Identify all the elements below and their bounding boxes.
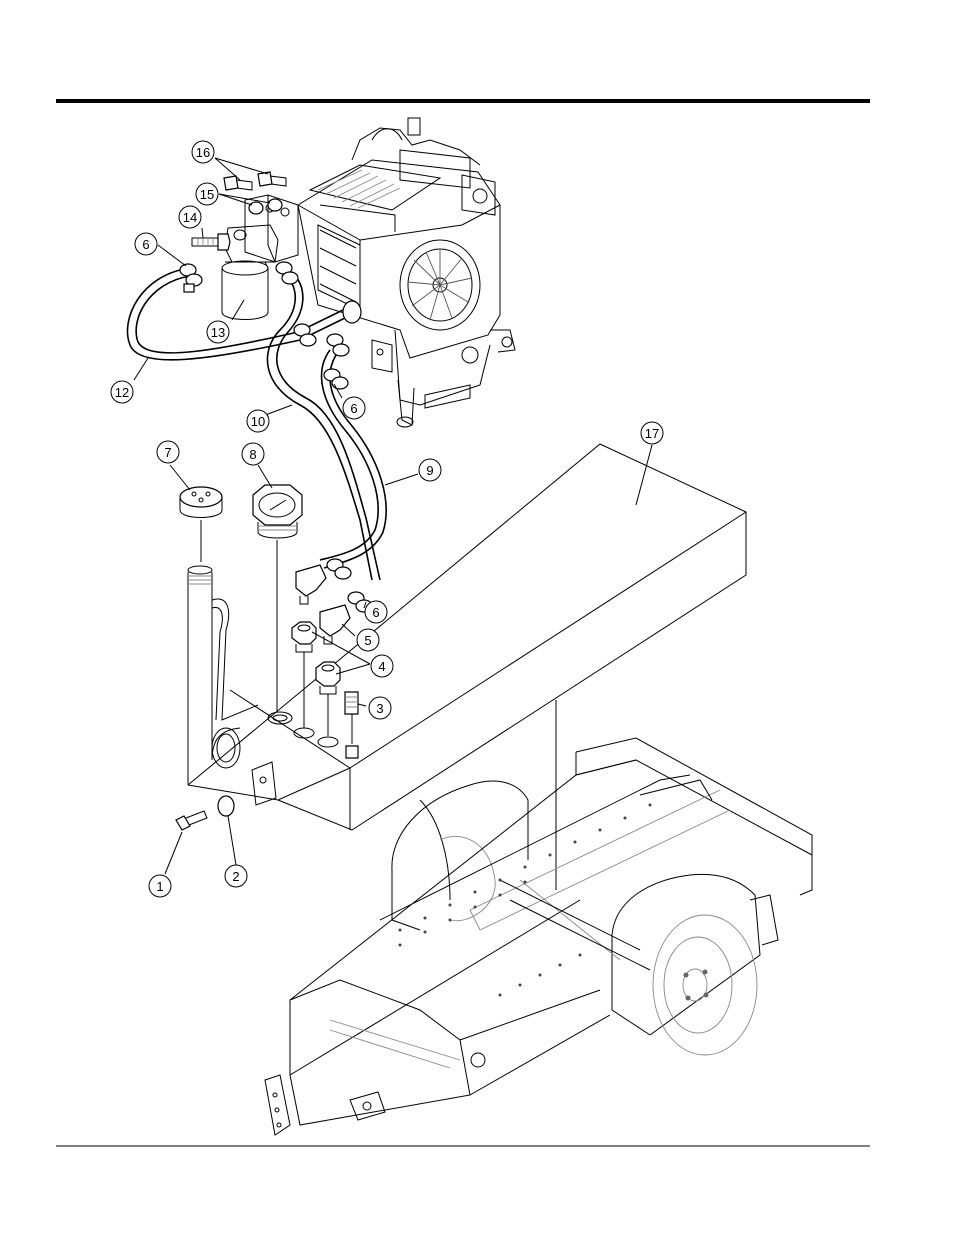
callout-leaders	[134, 158, 652, 874]
callout-4: 4	[371, 655, 393, 677]
callout-3-label: 3	[376, 701, 383, 716]
hose-10	[267, 272, 380, 580]
callout-9-label: 9	[426, 463, 433, 478]
callout-14-label: 14	[183, 210, 197, 225]
washer-2	[218, 796, 234, 816]
tank-washer	[318, 737, 338, 747]
callout-14: 14	[179, 206, 201, 228]
callout-7-label: 7	[164, 445, 171, 460]
trailer-frame	[265, 738, 812, 1135]
callout-3: 3	[369, 697, 391, 719]
callout-2: 2	[225, 865, 247, 887]
filler-neck	[188, 566, 258, 785]
callout-9: 9	[419, 459, 441, 481]
callout-10: 10	[247, 410, 269, 432]
callout-15-label: 15	[200, 187, 214, 202]
callout-8-label: 8	[249, 447, 256, 462]
callout-7: 7	[157, 441, 179, 463]
filler-cap-7	[180, 487, 222, 562]
callout-17-label: 17	[645, 426, 659, 441]
callout-16: 16	[192, 141, 214, 163]
plug-3	[345, 692, 358, 758]
callout-5: 5	[357, 629, 379, 651]
callout-5-label: 5	[364, 633, 371, 648]
callout-8: 8	[242, 443, 264, 465]
engine-fuel-inlet	[343, 301, 361, 323]
callout-10-label: 10	[251, 414, 265, 429]
tank-mount-bracket	[252, 762, 276, 805]
callout-12: 12	[111, 381, 133, 403]
callout-13-label: 13	[211, 325, 225, 340]
callout-1-label: 1	[156, 879, 163, 894]
fuel-gauge-8	[253, 485, 302, 724]
hose-12	[128, 268, 346, 360]
callout-16-label: 16	[196, 145, 210, 160]
top-rule	[56, 99, 870, 103]
hose-9	[320, 350, 386, 568]
callout-13: 13	[207, 321, 229, 343]
callout-6-engine-label: 6	[350, 401, 357, 416]
callout-6-filter-label: 6	[142, 237, 149, 252]
callout-1: 1	[149, 875, 171, 897]
callout-4-label: 4	[378, 659, 385, 674]
callouts: 1 2 3 4 5 6 6 6	[111, 141, 663, 897]
nuts-15	[249, 199, 282, 214]
callout-2-label: 2	[232, 869, 239, 884]
callout-6-engine: 6	[343, 397, 365, 419]
fuel-filter-assembly	[222, 195, 298, 320]
callout-12-label: 12	[115, 385, 129, 400]
callout-15: 15	[196, 183, 218, 205]
callout-6-tank-label: 6	[372, 605, 379, 620]
callout-17: 17	[641, 422, 663, 444]
hex-adapters-4	[292, 622, 340, 736]
callout-6-filter: 6	[135, 233, 157, 255]
callout-6-tank: 6	[365, 601, 387, 623]
bolt-1	[176, 811, 207, 830]
bolt-14	[192, 234, 230, 250]
